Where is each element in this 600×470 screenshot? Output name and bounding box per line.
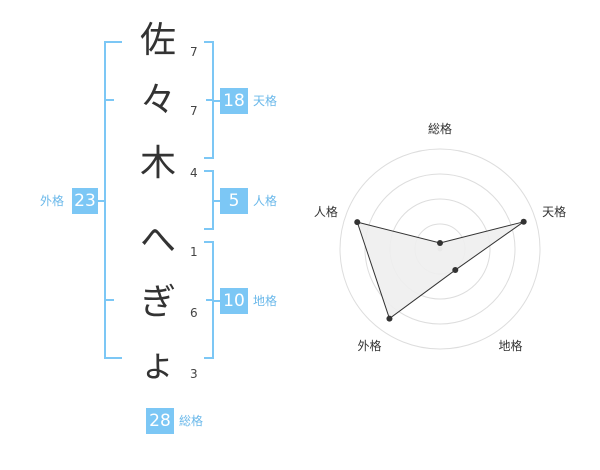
chikaku-bracket-bottom — [204, 357, 214, 359]
radar-point-5 — [354, 219, 361, 226]
stroke-count-2: 7 — [190, 104, 198, 118]
soukaku-label: 総格 — [179, 414, 204, 428]
tenkaku-bracket-bottom — [204, 157, 214, 159]
jinkaku-bracket-top — [204, 170, 214, 172]
chikaku-bracket-connector — [212, 300, 220, 302]
stroke-count-3: 4 — [190, 166, 198, 180]
stroke-count-1: 7 — [190, 45, 198, 59]
name-char-4: へ — [139, 220, 176, 261]
soukaku-value: 28 — [146, 408, 174, 434]
chikaku-label: 地格 — [253, 294, 278, 308]
gaikaku-value: 23 — [72, 188, 98, 214]
radar-axis-label: 天格 — [542, 204, 566, 219]
gaikaku-bracket-tick-1 — [104, 99, 114, 101]
stroke-count-5: 6 — [190, 306, 198, 320]
gaikaku-bracket-tick-2 — [104, 299, 114, 301]
name-char-3: 木 — [139, 143, 176, 184]
jinkaku-bracket-connector — [212, 200, 220, 202]
chikaku-value: 10 — [220, 288, 248, 314]
jinkaku-value: 5 — [220, 188, 248, 214]
radar-axis-label: 外格 — [357, 338, 381, 353]
name-char-6: ょ — [139, 344, 176, 385]
radar-axis-label: 地格 — [499, 338, 523, 353]
gaikaku-bracket-connector — [98, 200, 106, 202]
tenkaku-bracket-connector — [212, 100, 220, 102]
radar-axis-label: 人格 — [314, 204, 338, 219]
radar-point-4 — [386, 315, 393, 322]
radar-axis-label: 総格 — [428, 121, 452, 136]
chikaku-bracket-tick — [206, 299, 214, 301]
tenkaku-bracket-tick — [206, 99, 214, 101]
tenkaku-label: 天格 — [253, 94, 278, 108]
chikaku-bracket-top — [204, 241, 214, 243]
gaikaku-bracket-top — [104, 41, 122, 43]
radar-data-area — [356, 221, 524, 320]
radar-grid-ring — [364, 173, 516, 325]
name-char-1: 佐 — [139, 20, 176, 61]
stroke-count-4: 1 — [190, 245, 198, 259]
tenkaku-value: 18 — [220, 88, 248, 114]
stroke-count-6: 3 — [190, 367, 198, 381]
gaikaku-label: 外格 — [40, 194, 65, 208]
gaikaku-bracket-bottom — [104, 357, 122, 359]
radar-point-3 — [452, 267, 459, 274]
name-char-2: 々 — [139, 80, 176, 121]
radar-grid-ring — [339, 148, 541, 350]
name-char-5: ぎ — [139, 282, 176, 323]
tenkaku-bracket-top — [204, 41, 214, 43]
jinkaku-bracket-bottom — [204, 228, 214, 230]
radar-point-2 — [520, 218, 527, 225]
jinkaku-label: 人格 — [253, 194, 278, 208]
radar-point-1 — [437, 240, 443, 246]
